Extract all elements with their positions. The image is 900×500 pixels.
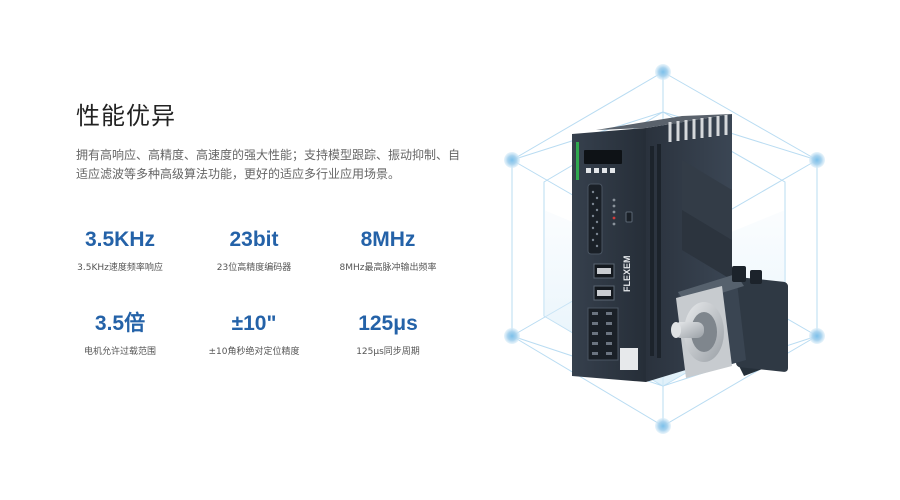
stat-value: 3.5倍 (94, 312, 146, 335)
stat-label: 125μs同步周期 (356, 347, 420, 357)
stat-label: 23位高精度编码器 (216, 263, 292, 273)
stat-item: 125μs 125μs同步周期 (328, 310, 448, 358)
stat-item: ±10" ±10角秒绝对定位精度 (194, 310, 314, 358)
stat-value: 3.5KHz (84, 228, 156, 251)
stat-label: 8MHz最高脉冲输出频率 (339, 263, 437, 273)
stat-item: 3.5倍 电机允许过载范围 (60, 310, 180, 358)
stat-item: 23bit 23位高精度编码器 (194, 226, 314, 274)
product-visual: FLEXEM (500, 60, 840, 440)
section-description: 拥有高响应、高精度、高速度的强大性能；支持模型跟踪、振动抑制、自适应滤波等多种高… (76, 148, 461, 181)
stat-value: 8MHz (360, 228, 416, 251)
stat-value: 23bit (229, 228, 279, 251)
stat-value: ±10" (231, 312, 277, 335)
servo-drive: FLEXEM (572, 114, 732, 382)
stat-label: 电机允许过载范围 (83, 347, 156, 357)
stat-label: 3.5KHz速度频率响应 (77, 263, 163, 273)
stat-label: ±10角秒绝对定位精度 (208, 347, 300, 357)
stats-grid: 3.5KHz 3.5KHz速度频率响应 23bit 23位高精度编码器 8MHz… (60, 226, 440, 358)
stat-item: 8MHz 8MHz最高脉冲输出频率 (328, 226, 448, 274)
brand-logo: FLEXEM (622, 255, 632, 292)
stat-value: 125μs (358, 312, 418, 335)
section-title: 性能优异 (76, 102, 176, 130)
stat-item: 3.5KHz 3.5KHz速度频率响应 (60, 226, 180, 274)
product-illustration: FLEXEM (504, 64, 825, 434)
wireframe-nodes (504, 64, 825, 434)
servo-motor (671, 266, 788, 378)
